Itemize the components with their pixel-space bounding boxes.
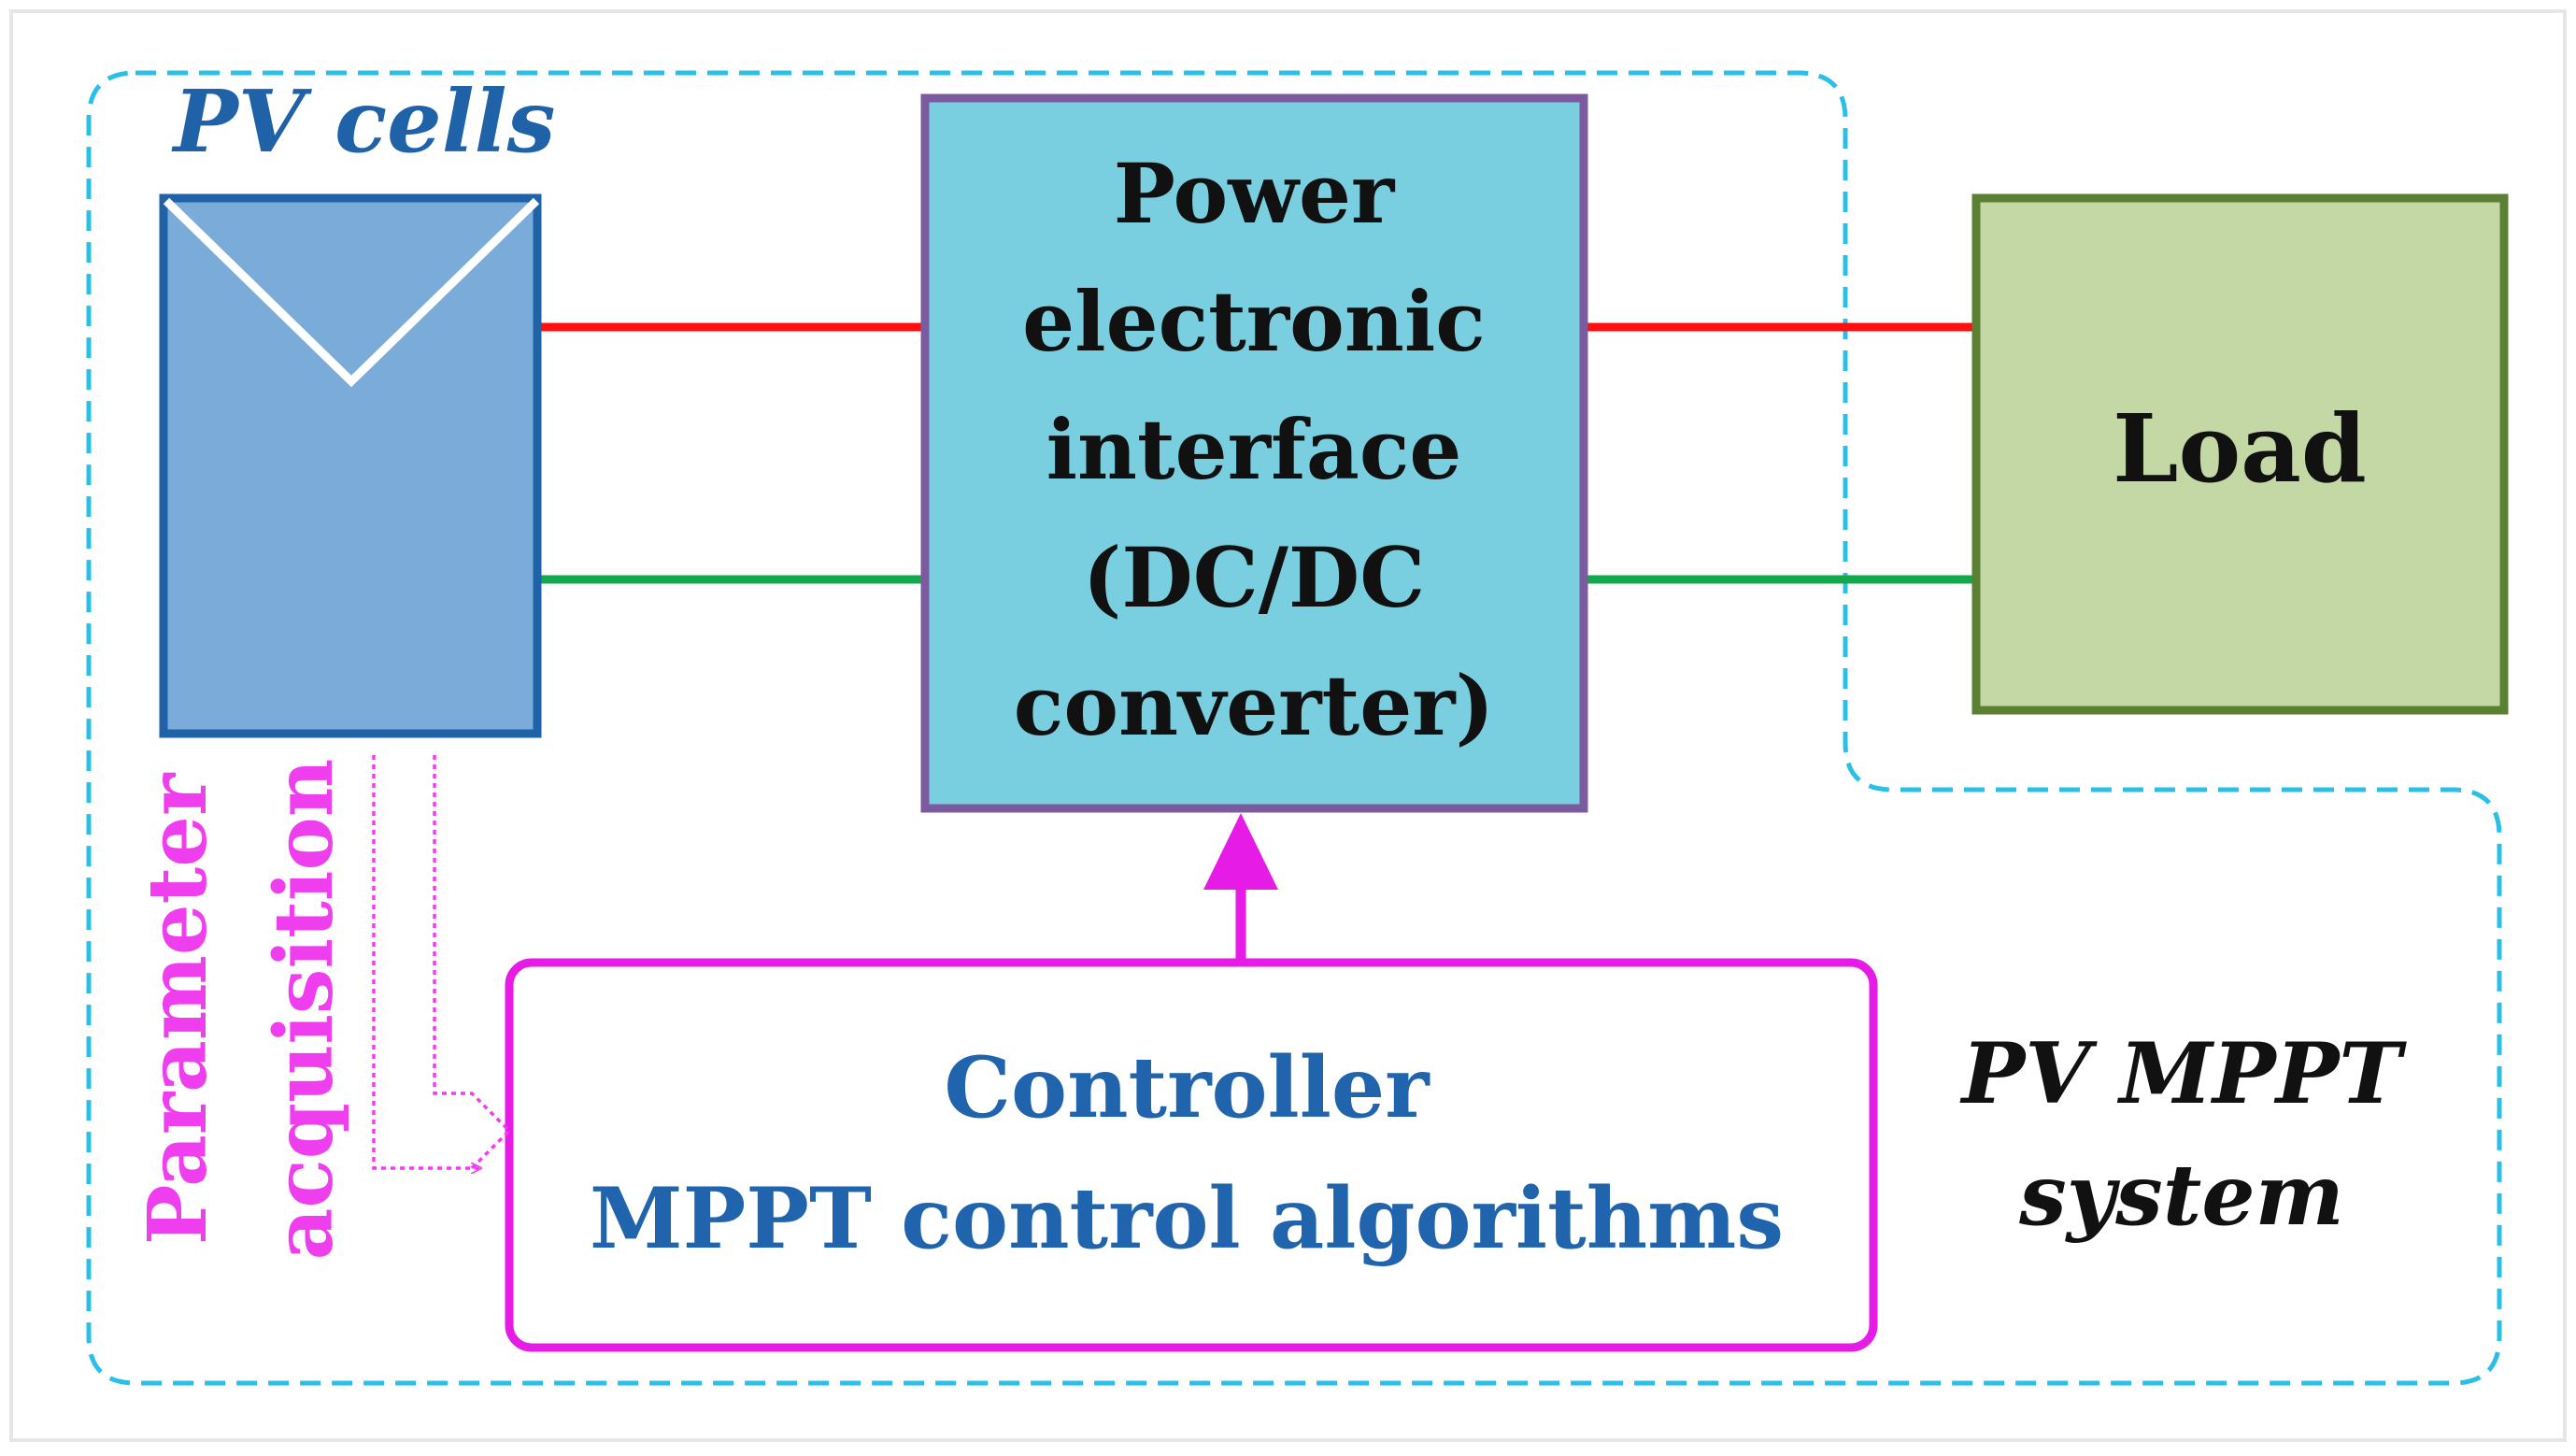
controller-label: Controller	[944, 1038, 1430, 1137]
converter-label-line-4: (DC/DC	[1083, 529, 1425, 626]
converter-box	[920, 93, 1588, 813]
converter-label-line-1: Power	[1114, 145, 1396, 242]
converter-label-line-5: converter)	[1014, 657, 1494, 754]
control-signal-arrow	[1203, 813, 1278, 963]
controller-algorithm-label: MPPT control algorithms	[590, 1169, 1784, 1268]
acquisition-label: acquisition	[257, 759, 351, 1261]
parameter-acquisition-path	[372, 755, 512, 1168]
controller-box	[505, 958, 1878, 1352]
image-frame	[9, 9, 2567, 1442]
load-label: Load	[2113, 393, 2367, 504]
converter-label-line-2: electronic	[1022, 273, 1486, 370]
system-label-line-2: system	[2018, 1146, 2344, 1245]
parameter-label: Parameter	[131, 772, 225, 1245]
system-label-line-1: PV MPPT	[1959, 1024, 2408, 1123]
load-box	[1971, 193, 2509, 715]
pv-cell-mark-icon	[163, 197, 540, 388]
system-boundary	[86, 70, 2502, 1386]
pv-cells-label: PV cells	[171, 71, 556, 172]
pv-cell-panel	[159, 193, 542, 738]
converter-label-line-3: interface	[1046, 401, 1462, 498]
